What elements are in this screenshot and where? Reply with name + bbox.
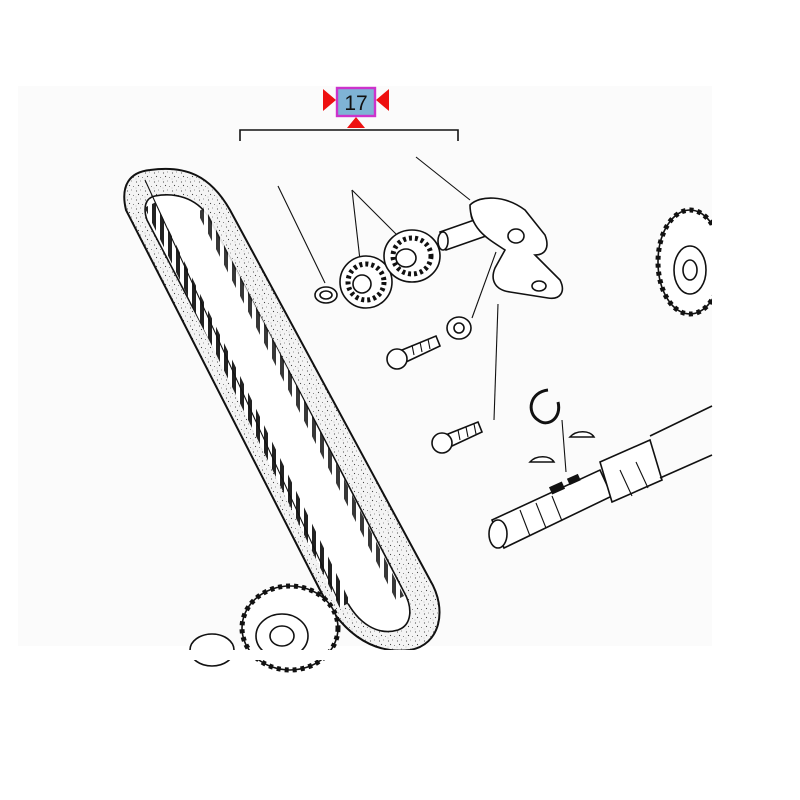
tensioner-bracket	[469, 197, 564, 300]
bolt-lower	[431, 420, 484, 454]
callout-number: 17	[344, 92, 367, 115]
circlip	[529, 388, 561, 425]
crankshaft-pulley	[170, 583, 430, 673]
bearing-right	[383, 229, 441, 283]
bearing-left	[339, 255, 393, 309]
leader-lines	[277, 156, 567, 473]
drive-shaft	[488, 405, 713, 550]
camshaft-pulley	[655, 200, 742, 340]
retaining-ring	[314, 286, 338, 304]
group-bracket	[239, 129, 459, 141]
bolt-upper	[386, 334, 442, 370]
callout-number-box	[335, 86, 377, 118]
callout-17: 17	[323, 86, 389, 128]
callout-marker-left	[323, 89, 336, 111]
callout-marker-right	[376, 89, 389, 111]
woodruff-keys	[528, 430, 596, 463]
timing-belt	[123, 167, 441, 652]
washer	[446, 316, 472, 340]
callout-marker-bottom	[347, 117, 365, 128]
